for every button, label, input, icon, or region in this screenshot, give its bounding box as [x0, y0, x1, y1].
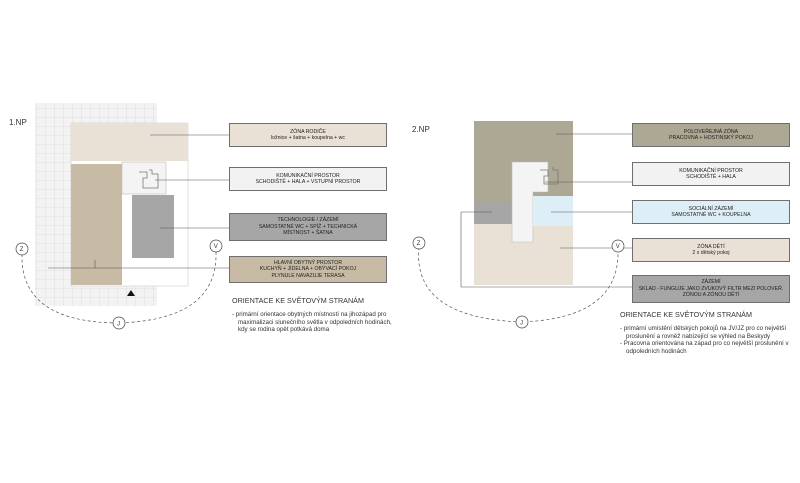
zone-title: POLOVEŘEJNÁ ZÓNA — [683, 128, 739, 135]
zone-subtitle: KUCHYŇ + JÍDELNA + OBÝVACÍ POKOJ PLYNULE… — [259, 266, 357, 279]
compass-west-label-2np: Z — [417, 241, 421, 247]
zone-block-social — [533, 196, 573, 226]
compass-east-marker-1np — [209, 239, 223, 253]
compass-west-label-1np: Z — [20, 247, 24, 253]
zone-block-technology — [132, 195, 174, 258]
floor-label-2np: 2.NP — [412, 125, 430, 134]
zone-title: HLAVNÍ OBYTNÝ PROSTOR — [273, 259, 343, 266]
zone-subtitle: SCHODIŠTĚ + HALA + VSTUPNÍ PROSTOR — [255, 179, 361, 185]
zone-title: SOCIÁLNÍ ZÁZEMÍ — [688, 205, 734, 212]
zone-block-communication-2np — [511, 161, 549, 243]
stair-symbol-1np — [139, 169, 159, 189]
zone-label-technology: TECHNOLOGIE / ZÁZEMÍ SAMOSTATNÉ WC + SPÍ… — [229, 213, 387, 241]
floor-label-1np: 1.NP — [9, 118, 27, 127]
orientation-bullet: - primární umístění dětských pokojů na J… — [620, 324, 787, 340]
zone-title: TECHNOLOGIE / ZÁZEMÍ — [277, 217, 339, 224]
zone-label-semipublic: POLOVEŘEJNÁ ZÓNA PRACOVNA + HOSTINSKÝ PO… — [632, 123, 790, 147]
zone-block-parents — [71, 123, 188, 161]
compass-south-label-1np: J — [117, 322, 120, 328]
orientation-heading: ORIENTACE KE SVĚTOVÝM STRANÁM — [232, 296, 364, 305]
zone-subtitle: 2 x dětský pokoj — [692, 250, 730, 256]
zone-subtitle: SCHODIŠTĚ + HALA — [686, 174, 736, 180]
zone-subtitle: PRACOVNA + HOSTINSKÝ POKOJ — [669, 135, 753, 141]
compass-east-label-2np: V — [616, 244, 620, 250]
zone-subtitle: ložnice + šatna + koupelna + wc — [271, 135, 345, 141]
orientation-heading: ORIENTACE KE SVĚTOVÝM STRANÁM — [620, 310, 752, 319]
compass-east-marker-2np — [611, 239, 625, 253]
zone-block-living — [71, 164, 122, 285]
zone-label-communication-2np: KOMUNIKAČNÍ PROSTOR SCHODIŠTĚ + HALA — [632, 162, 790, 186]
compass-south-marker-2np — [515, 315, 529, 329]
zone-title: KOMUNIKAČNÍ PROSTOR — [276, 172, 340, 179]
zone-title: KOMUNIKAČNÍ PROSTOR — [679, 167, 743, 174]
compass-south-marker-1np — [112, 316, 126, 330]
entrance-marker — [127, 290, 135, 296]
orientation-note-2np: ORIENTACE KE SVĚTOVÝM STRANÁM - primární… — [620, 311, 795, 356]
orientation-note-1np: ORIENTACE KE SVĚTOVÝM STRANÁM - primární… — [232, 297, 392, 334]
compass-west-marker-1np — [15, 242, 29, 256]
zone-subtitle: SAMOSTATNÉ WC + SPÍŽ + TECHNICKÁ MÍSTNOS… — [258, 223, 358, 237]
zone-label-communication-1np: KOMUNIKAČNÍ PROSTOR SCHODIŠTĚ + HALA + V… — [229, 167, 387, 191]
zone-label-social: SOCIÁLNÍ ZÁZEMÍ SAMOSTATNÉ WC + KOUPELNA — [632, 200, 790, 224]
zone-label-living: HLAVNÍ OBYTNÝ PROSTOR KUCHYŇ + JÍDELNA +… — [229, 256, 387, 283]
zone-label-storage: ZÁZEMÍ SKLAD - FUNGUJE JAKO ZVUKOVÝ FILT… — [632, 275, 790, 303]
zone-subtitle: SKLAD - FUNGUJE JAKO ZVUKOVÝ FILTR MEZI … — [638, 285, 784, 299]
zone-title: ZÓNA DĚTÍ — [697, 243, 725, 250]
stair-symbol-2np — [540, 167, 559, 185]
zone-label-parents: ZÓNA RODIČE ložnice + šatna + koupelna +… — [229, 123, 387, 147]
zone-label-children: ZÓNA DĚTÍ 2 x dětský pokoj — [632, 238, 790, 262]
zone-block-storage — [474, 201, 512, 224]
compass-east-label-1np: V — [214, 244, 218, 250]
zone-subtitle: SAMOSTATNÉ WC + KOUPELNA — [671, 212, 751, 218]
compass-south-label-2np: J — [520, 321, 523, 327]
compass-west-marker-2np — [412, 236, 426, 250]
orientation-bullet: - primární orientace obytných místností … — [232, 310, 392, 334]
zone-title: ZÁZEMÍ — [701, 279, 721, 286]
orientation-bullet: - Pracovna orientována na západ pro co n… — [620, 340, 789, 356]
zone-title: ZÓNA RODIČE — [290, 128, 326, 135]
